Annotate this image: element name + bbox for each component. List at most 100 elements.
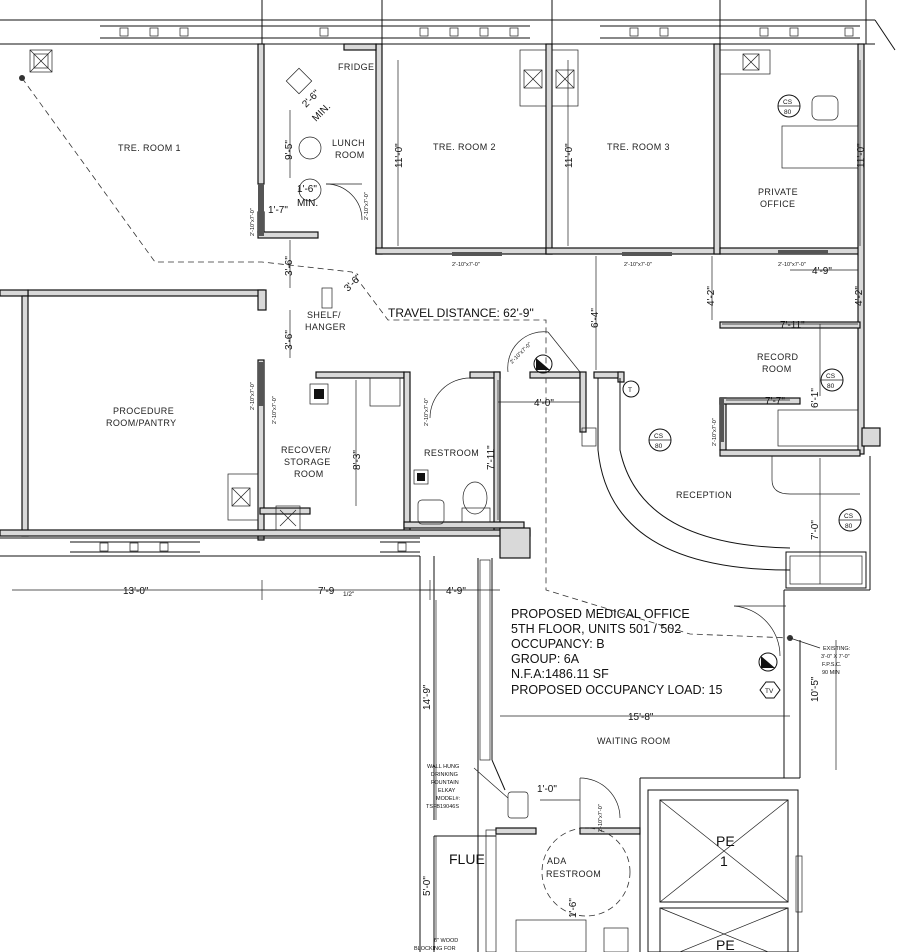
dim-6-4: 6'-4" <box>590 308 601 328</box>
wood-line-2: BLOCKING FOR <box>414 946 456 952</box>
room-label-procedure: PROCEDURE <box>113 406 174 416</box>
dim-1-6-min: 1'-6" <box>297 184 317 195</box>
label-shelf: SHELF/ <box>307 310 341 320</box>
door-tags: 2'-10"x7'-0" 2'-10"x7'-0" 2'-10"x7'-0" 2… <box>250 192 806 832</box>
room-label-recover-2: STORAGE <box>284 457 331 467</box>
cs-number: 80 <box>655 443 663 450</box>
dim-4-9-bottom: 4'-9" <box>446 586 466 597</box>
room-label-tre-2: TRE. ROOM 2 <box>433 142 496 152</box>
dim-9-5: 9'-5" <box>284 140 295 160</box>
top-exterior-wall <box>0 0 896 51</box>
travel-path <box>21 77 791 639</box>
door-hatches <box>258 184 828 442</box>
room-label-record: RECORD <box>757 352 799 362</box>
door-tag-10: 2'-10"x7'-0" <box>712 418 718 446</box>
dim-4-2-b: 4'-2" <box>854 286 865 306</box>
dim-11-0-c: 11'-0" <box>856 143 867 168</box>
dim-11-0-a: 11'-0" <box>394 143 405 168</box>
room-label-tre-3: TRE. ROOM 3 <box>607 142 670 152</box>
cs-label: CS <box>783 99 793 106</box>
cs-symbol-3: CS 80 <box>648 428 672 452</box>
dim-4-0: 4'-0" <box>534 398 554 409</box>
dim-min2: MIN. <box>297 198 318 209</box>
fountain-line-3: FOUNTAIN <box>431 780 459 786</box>
dim-7-7: 7'-7" <box>765 396 785 407</box>
dim-7-9-half-frac: 1/2" <box>343 591 355 598</box>
elevator-label-pe2: PE <box>716 937 735 952</box>
note-line-3: OCCUPANCY: B <box>511 637 605 651</box>
room-label-ada: ADA <box>547 856 567 866</box>
note-line-2: 5TH FLOOR, UNITS 501 / 502 <box>511 622 681 636</box>
dim-7-9-half: 7'-9 <box>318 586 335 597</box>
cs-label: CS <box>826 373 836 380</box>
dim-4-2-a: 4'-2" <box>706 286 717 306</box>
door-tag-11: 2'-10"x7'-0" <box>598 804 604 832</box>
cs-number: 80 <box>784 109 792 116</box>
door-tag-8: 2'-10"x7'-0" <box>424 398 430 426</box>
dim-14-9: 14'-9" <box>422 684 433 710</box>
dim-1-0: 1'-0" <box>537 784 557 795</box>
door-tag-1: 2'-10"x7'-0" <box>250 208 256 236</box>
existing-line-2: 3'-0" X 7'-0" <box>821 654 850 660</box>
bottom-windows <box>0 537 420 557</box>
dim-3-6-b: 3'-6" <box>284 330 295 350</box>
fountain-line-4: ELKAY <box>438 788 456 794</box>
door-tag-9: 2'-10"x7'-0" <box>509 342 533 366</box>
cs-symbol-4: CS 80 <box>838 508 862 532</box>
travel-distance-label: TRAVEL DISTANCE: 62'-9" <box>388 306 534 320</box>
room-label-flue: FLUE <box>449 851 485 867</box>
door-tag-7: 2'-10"x7'-0" <box>272 396 278 424</box>
interior-walls <box>0 43 881 559</box>
room-label-private: PRIVATE <box>758 187 798 197</box>
door-tag-4: 2'-10"x7'-0" <box>624 262 652 268</box>
note-line-5: N.F.A:1486.11 SF <box>511 667 609 681</box>
room-label-reception: RECEPTION <box>676 490 732 500</box>
door-tag-3: 2'-10"x7'-0" <box>452 262 480 268</box>
elevator-shafts <box>647 789 803 952</box>
room-label-fridge: FRIDGE <box>338 62 374 72</box>
cs-label: CS <box>844 513 854 520</box>
dim-6-1: 6'-1" <box>810 388 821 408</box>
dim-min: MIN. <box>310 101 333 124</box>
corridor-walls <box>419 456 871 952</box>
note-line-1: PROPOSED MEDICAL OFFICE <box>511 607 690 621</box>
cs-number: 80 <box>827 383 835 390</box>
existing-line-1: EXISTING: <box>823 646 851 652</box>
dim-7-0: 7'-0" <box>810 520 821 540</box>
dim-10-5: 10'-5" <box>810 676 821 702</box>
existing-line-4: 90 MIN <box>822 670 840 676</box>
room-label-ada-2: RESTROOM <box>546 869 601 879</box>
project-notes: PROPOSED MEDICAL OFFICE 5TH FLOOR, UNITS… <box>511 607 722 697</box>
elevator-label-pe1-num: 1 <box>720 853 728 869</box>
door-tag-6: 2'-10"x7'-0" <box>250 382 256 410</box>
cs-label: CS <box>654 433 664 440</box>
room-label-recover: RECOVER/ <box>281 445 331 455</box>
existing-door-callout: EXISTING: 3'-0" X 7'-0" F.P.S.C. 90 MIN <box>789 637 851 676</box>
label-shelf-2: HANGER <box>305 322 346 332</box>
cs-symbol-2: CS 80 <box>820 368 844 392</box>
dim-1-7: 1'-7" <box>268 205 288 216</box>
dim-7-11: 7'-11" <box>780 320 805 331</box>
fountain-line-1: WALL HUNG <box>427 764 459 770</box>
dim-11-0-b: 11'-0" <box>564 143 575 168</box>
fountain-line-2: DRINKING <box>431 772 458 778</box>
note-line-6: PROPOSED OCCUPANCY LOAD: 15 <box>511 683 722 697</box>
room-label-recover-3: ROOM <box>294 469 324 479</box>
fixtures <box>29 49 859 952</box>
wood-line-1: 6" WOOD <box>434 938 458 944</box>
cs-number: 80 <box>845 523 853 530</box>
tv-label: TV <box>765 688 774 695</box>
dim-3-6-a: 3'-6" <box>284 256 295 276</box>
dim-7-11-v: 7'-11" <box>486 445 497 470</box>
fountain-line-5: MODEL#: <box>436 796 461 802</box>
thermostat-symbol: T <box>622 380 640 398</box>
reception-counter <box>581 378 867 589</box>
dim-4-9: 4'-9" <box>812 266 832 277</box>
dim-1-6: 1'-6" <box>568 898 579 918</box>
exit-fixtures <box>533 354 778 672</box>
room-label-restroom: RESTROOM <box>424 448 479 458</box>
room-label-tre-1: TRE. ROOM 1 <box>118 143 181 153</box>
room-label-lunch: LUNCH <box>332 138 365 148</box>
room-label-private-2: OFFICE <box>760 199 795 209</box>
